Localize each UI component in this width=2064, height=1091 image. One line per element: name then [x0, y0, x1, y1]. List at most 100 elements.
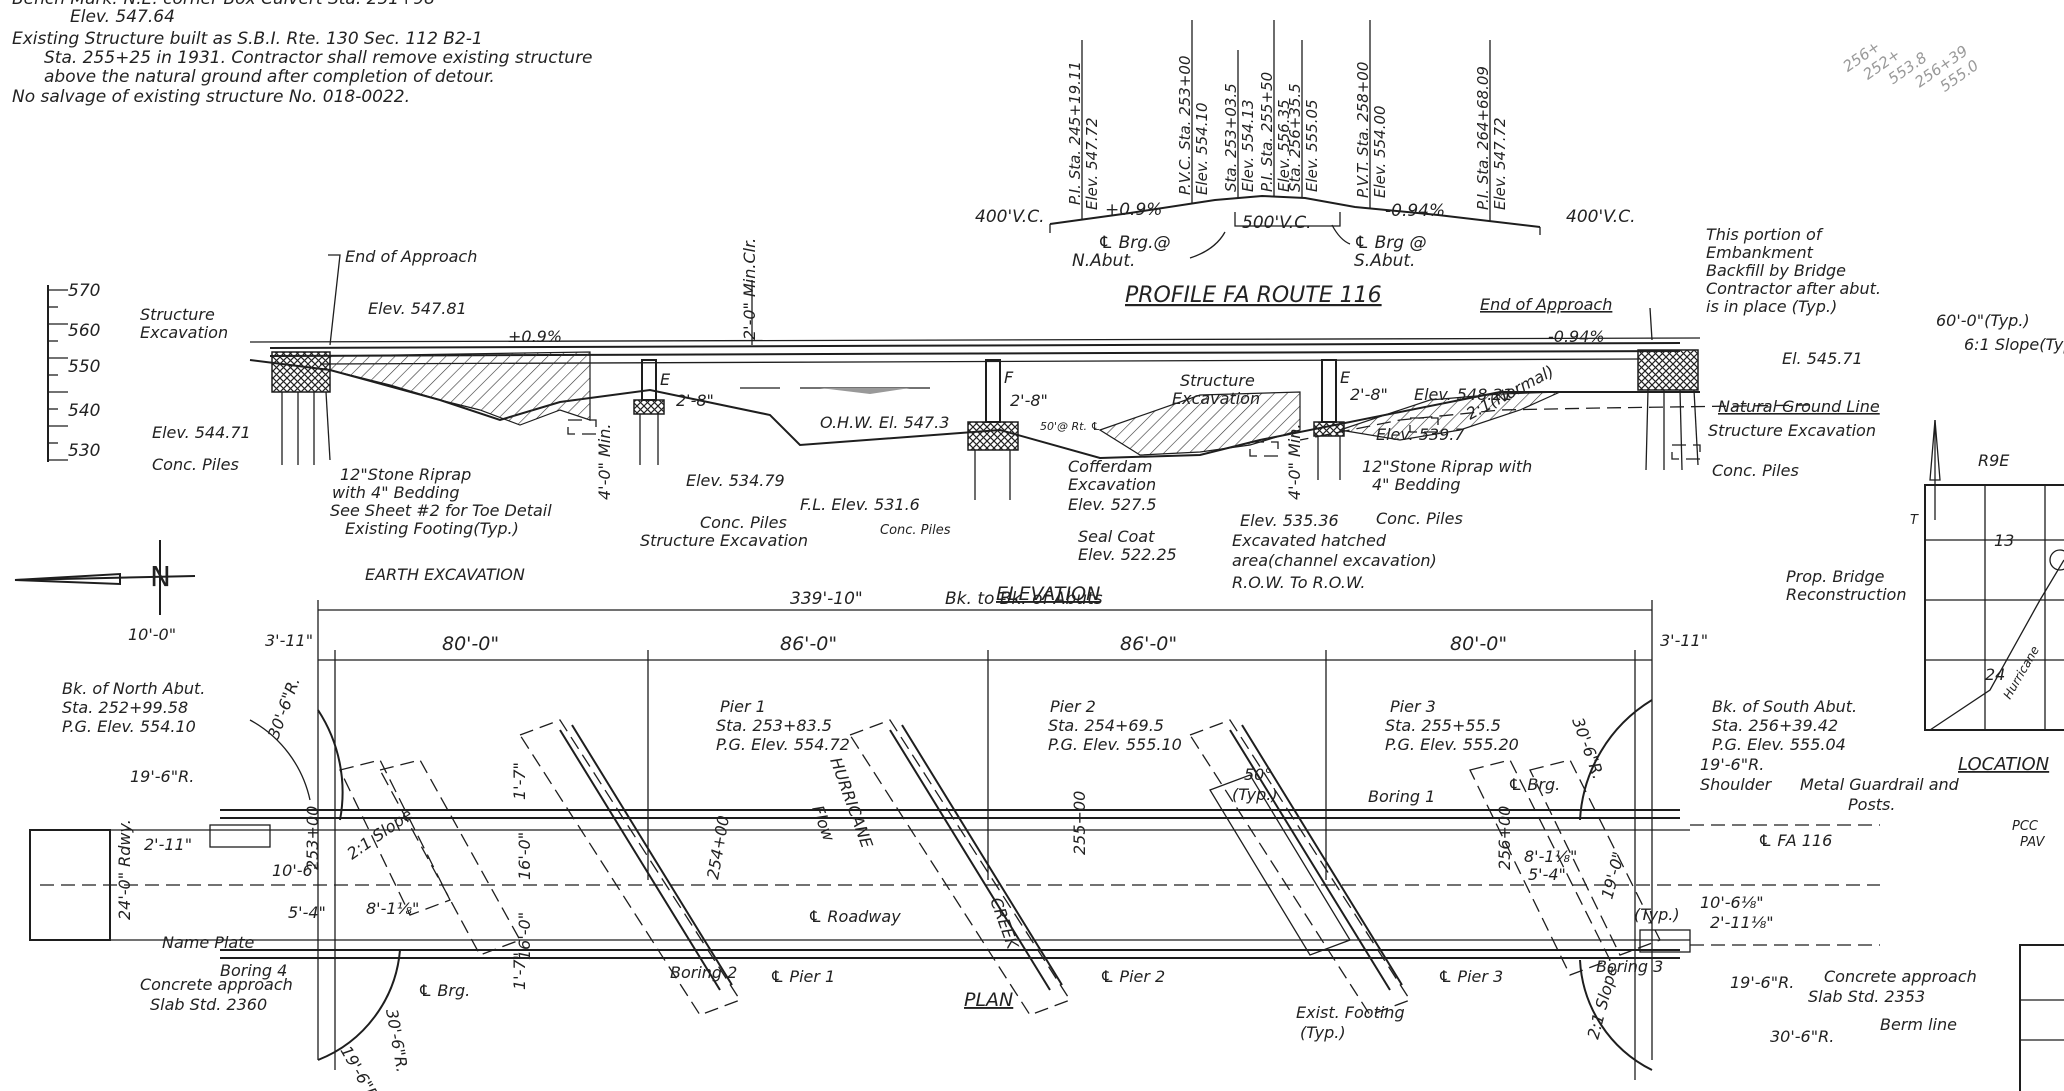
- profile-station-6a: P.V.T. Sta. 258+00: [1354, 62, 1372, 198]
- plan-view: [29, 600, 1880, 1080]
- pier2-b: Sta. 254+69.5: [1048, 716, 1164, 735]
- seal-1: Seal Coat: [1078, 527, 1155, 546]
- r30-d: 30'-6"R.: [1770, 1027, 1834, 1046]
- elev-54821: Elev. 548.21: [1414, 385, 1513, 404]
- dim-3-11a: 3'-11": [265, 631, 313, 650]
- profile-vc-mid: 500'V.C.: [1242, 213, 1311, 233]
- pier-1-plan: [519, 719, 741, 1016]
- title-block-edge: [2019, 944, 2064, 1091]
- profile-station-7a: P.I. Sta. 264+68.09: [1474, 66, 1492, 210]
- profile-brg-n-2: N.Abut.: [1072, 251, 1135, 271]
- scale-530: 530: [68, 441, 100, 461]
- loc-creek: Hurricane: [2000, 644, 2042, 702]
- plan-overall: 339'-10": [790, 589, 863, 609]
- note-line-2: Elev. 547.64: [70, 7, 175, 27]
- min-4b: 4'-0" Min.: [1285, 424, 1304, 500]
- exist-footing: Existing Footing(Typ.): [345, 519, 519, 538]
- boring-1: Boring 1: [1368, 787, 1435, 806]
- name-plate: Name Plate: [162, 933, 254, 952]
- dim-3-11b: 3'-11": [1660, 631, 1708, 650]
- conc-piles-2: Conc. Piles: [880, 523, 951, 538]
- scale-540: 540: [68, 401, 100, 421]
- header-notes: Bench Mark: N.E. corner Box Culvert Sta.…: [12, 0, 593, 107]
- riprap-n3: See Sheet #2 for Toe Detail: [330, 501, 552, 520]
- loc-prop-2: Reconstruction: [1786, 585, 1906, 604]
- bk-s-1: Bk. of South Abut.: [1712, 697, 1857, 716]
- struct-exc-m2: Excavation: [1172, 389, 1260, 408]
- r30-c: 30'-6"R.: [382, 1007, 412, 1074]
- north-arrow-label: N: [150, 560, 171, 593]
- sta-255: 255+00: [1070, 791, 1089, 855]
- scale-570: 570: [68, 281, 100, 301]
- elev-54781: Elev. 547.81: [368, 299, 467, 318]
- span-2: 86'-0": [780, 633, 837, 655]
- pier-e2: E: [1340, 368, 1351, 387]
- creek-2: CREEK: [986, 895, 1022, 953]
- scale-550: 550: [68, 357, 100, 377]
- sta-254: 254+00: [703, 814, 733, 881]
- profile-brg-s-1: ℄ Brg @: [1354, 233, 1427, 253]
- plan-title: PLAN: [964, 989, 1013, 1011]
- grade-n: +0.9%: [508, 327, 562, 346]
- ohw: O.H.W. El. 547.3: [820, 413, 949, 432]
- boring-2: Boring 2: [670, 963, 737, 982]
- pcc: PCC: [2012, 819, 2039, 834]
- struct-exc-n1: Structure: [140, 305, 215, 324]
- note-line-5: above the natural ground after completio…: [44, 67, 495, 87]
- el-54571: El. 545.71: [1782, 349, 1863, 368]
- pier1-a: Pier 1: [720, 697, 766, 716]
- exist-foot-2: (Typ.): [1300, 1023, 1346, 1042]
- profile-vc-left: 400'V.C.: [975, 207, 1044, 227]
- min-clr: 2'-0" Min.Clr.: [740, 238, 759, 340]
- profile-station-3a: Sta. 253+03.5: [1222, 83, 1240, 192]
- pier-3-plan: [1189, 719, 1411, 1016]
- slope-6: 6:1 Slope(Typ.): [1964, 335, 2064, 354]
- emb-4: Contractor after abut.: [1706, 279, 1881, 298]
- typ: (Typ.): [1232, 785, 1278, 804]
- riprap-s2: 4" Bedding: [1372, 475, 1461, 494]
- profile-diagram: P.I. Sta. 245+19.11 Elev. 547.72 P.V.C. …: [975, 20, 1635, 308]
- profile-station-5b: Elev. 555.05: [1303, 99, 1321, 192]
- dim-54b: 5'-4": [1528, 865, 1566, 884]
- r19-a: 19'-6"R.: [130, 767, 194, 786]
- r19-b: 19'-6"R.: [1700, 755, 1764, 774]
- loc-prop-1: Prop. Bridge: [1786, 567, 1885, 586]
- struct-exc-n2: Excavation: [140, 323, 228, 342]
- cl-roadway: ℄ Roadway: [808, 907, 901, 926]
- dim-2-11: 2'-11": [144, 835, 192, 854]
- boring-3: Boring 3: [1596, 957, 1663, 976]
- bk-n-1: Bk. of North Abut.: [62, 679, 205, 698]
- dim-10: 10'-0": [128, 625, 176, 644]
- slope-a: 2:1 Slope: [343, 804, 416, 863]
- riprap-n2: with 4" Bedding: [332, 483, 460, 502]
- pav: PAV: [2020, 835, 2045, 850]
- nat-ground: Natural Ground Line: [1718, 397, 1880, 416]
- profile-brg-s-2: S.Abut.: [1354, 251, 1415, 271]
- elev-54471: Elev. 544.71: [152, 423, 251, 442]
- profile-vc-right: 400'V.C.: [1566, 207, 1635, 227]
- cl-fa: ℄ FA 116: [1758, 831, 1832, 850]
- elev-53479: Elev. 534.79: [686, 471, 785, 490]
- dim-28c: 2'-8": [1350, 385, 1388, 404]
- boring-4: Boring 4: [220, 961, 287, 980]
- r30-a: 30'-6"R.: [264, 674, 304, 741]
- dim-17a: 1'-7": [510, 762, 529, 800]
- dim-28a: 2'-8": [676, 391, 714, 410]
- existing-footing-typ: [1209, 774, 1351, 956]
- r19-d: 19'-6"R.: [1730, 973, 1794, 992]
- profile-station-1a: P.I. Sta. 245+19.11: [1066, 61, 1084, 205]
- end-approach-s: End of Approach: [1480, 295, 1612, 314]
- pier-f: F: [1004, 368, 1014, 387]
- seal-2: Elev. 522.25: [1078, 545, 1177, 564]
- cl-brg-s: ℄ Brg.: [1508, 775, 1560, 794]
- dim-16b: 16'-0": [515, 912, 534, 960]
- pier-2-plan: [849, 719, 1071, 1016]
- profile-station-4b: Elev. 556.35: [1275, 99, 1293, 192]
- elevation-scale: 570 560 550 540 530: [47, 281, 100, 462]
- cl-pier2: ℄ Pier 2: [1100, 967, 1165, 986]
- excavation-area-channel: [1098, 391, 1301, 456]
- row: R.O.W. To R.O.W.: [1232, 573, 1365, 592]
- excav-1: Excavated hatched: [1232, 531, 1387, 550]
- elevation-labels: End of Approach Elev. 547.81 2'-0" Min.C…: [140, 225, 2064, 592]
